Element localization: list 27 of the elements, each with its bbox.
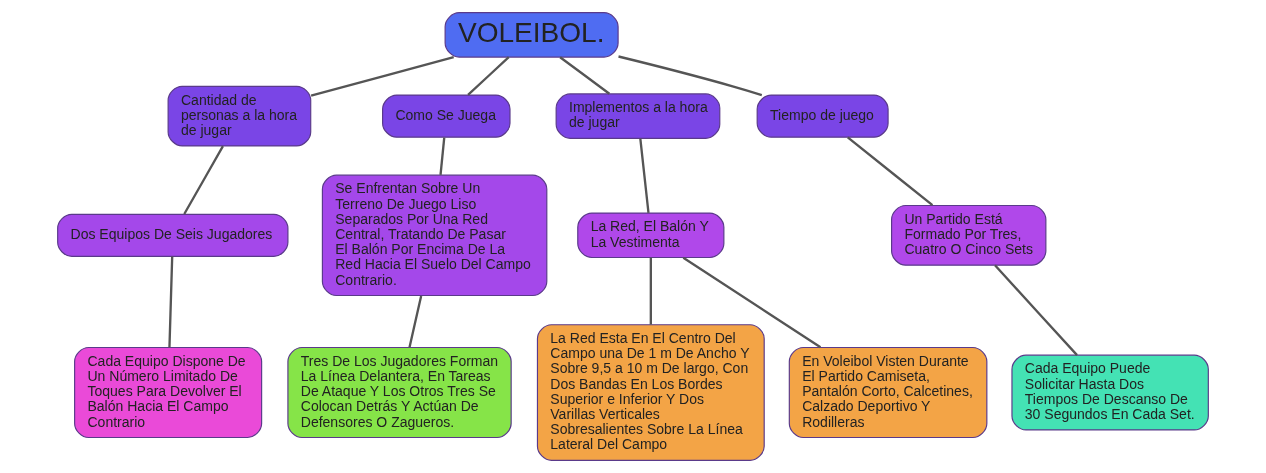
node-box: Cada Equipo Dispone De Un Número Limitado De Toques Para Devolver El Balón Hacia El Campo Contrario <box>74 346 263 439</box>
connector <box>994 264 1078 356</box>
node-box: En Voleibol Visten Durante El Partido Camiseta, Pantalón Corto, Calcetines, Calzado Deportivo Y Rodilleras <box>788 346 988 439</box>
connector <box>639 138 650 213</box>
node-box: La Red Esta En El Centro Del Campo una De 1 m De Ancho Y Sobre 9,5 a 10 m De largo, Con Dos Bandas En Los Bordes Superior e Inferior Y Dos Varillas Verticales Sobresalientes Sobre La Línea Lateral Del Campo <box>536 324 765 461</box>
node-box: Un Partido Está Formado Por Tres, Cuatro O Cinco Sets <box>891 204 1047 266</box>
connector <box>183 145 224 215</box>
node-box: Tiempo de juego <box>756 94 889 138</box>
connector <box>310 55 454 97</box>
connector <box>682 256 822 349</box>
node-box: Implementos a la hora de jugar <box>555 93 721 139</box>
node-box: Dos Equipos De Seis Jugadores <box>57 213 289 257</box>
node-box: Cada Equipo Puede Solicitar Hasta Dos Tiempos De Descanso De 30 Segundos En Cada Set. <box>1011 354 1209 431</box>
node-box: La Red, El Balón Y La Vestimenta <box>577 212 725 259</box>
node-box: Se Enfrentan Sobre Un Terreno De Juego Liso Separados Por Una Red Central, Tratando De Pasar El Balón Por Encima De La Red Hacia El Suelo Del Campo Contrario. <box>321 174 548 297</box>
connector <box>408 295 423 348</box>
connector <box>439 137 446 175</box>
node-box: Cantidad de personas a la hora de jugar <box>167 85 312 147</box>
connector <box>847 136 934 207</box>
connector <box>168 256 174 348</box>
connector <box>618 55 763 97</box>
node-box: Como Se Juega <box>382 94 511 138</box>
node-box: Tres De Los Jugadores Forman La Línea Delantera, En Tareas De Ataque Y Los Otros Tres Se Colocan Detrás Y Actúan De Defensores O Zagueros. <box>287 346 512 439</box>
node-box: VOLEIBOL. <box>444 12 619 58</box>
connector <box>649 257 652 325</box>
connector <box>559 56 611 95</box>
connector <box>467 56 510 96</box>
